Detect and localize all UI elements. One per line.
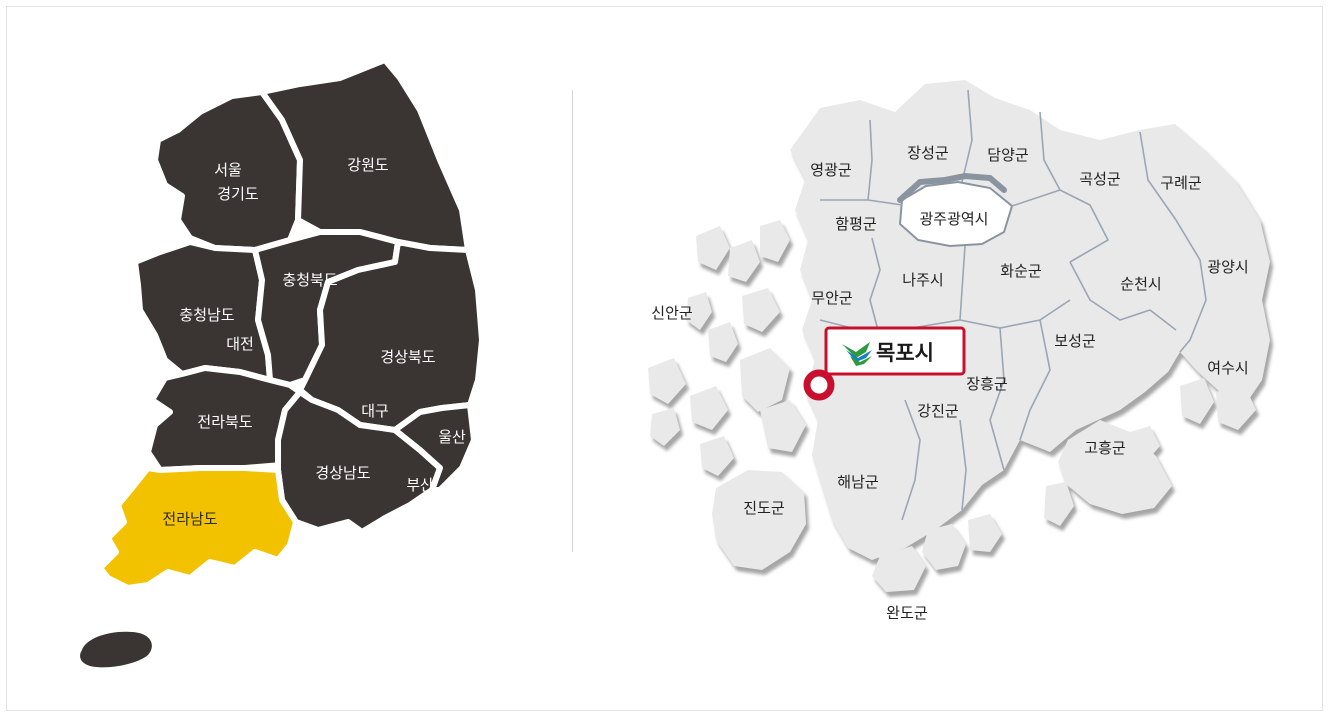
label-yeonggwang: 영광군 bbox=[810, 161, 852, 179]
label-gyeonggi: 경기도 bbox=[217, 185, 259, 203]
label-gokseong: 곡성군 bbox=[1079, 170, 1121, 188]
district-borders bbox=[819, 89, 1207, 521]
island-5 bbox=[708, 322, 738, 362]
label-damyang: 담양군 bbox=[987, 146, 1029, 164]
korea-labels: 서울 경기도 강원도 충청북도 충청남도 대전 경상북도 대구 울산 전라북도 … bbox=[162, 156, 466, 528]
label-jindo: 진도군 bbox=[743, 499, 785, 517]
river-line bbox=[897, 172, 1007, 203]
island-1 bbox=[696, 226, 730, 270]
label-gangjin: 강진군 bbox=[917, 402, 959, 420]
label-daegu: 대구 bbox=[361, 402, 389, 420]
island-yeosu-3 bbox=[1130, 426, 1160, 462]
map-divider bbox=[572, 90, 573, 552]
mokpo-location-marker[interactable] bbox=[803, 369, 835, 401]
label-busan: 부산 bbox=[406, 476, 434, 494]
label-gwangju: 광주광역시 bbox=[919, 210, 988, 228]
island-8 bbox=[690, 386, 728, 430]
island-jeju[interactable] bbox=[80, 631, 152, 668]
label-seoul: 서울 bbox=[214, 161, 242, 179]
label-gwangyang: 광양시 bbox=[1207, 258, 1248, 276]
jeonnam-labels: 영광군 장성군 담양군 곡성군 구례군 함평군 광주광역시 광양시 신안군 나주… bbox=[651, 144, 1248, 622]
gwangju-area bbox=[898, 180, 1014, 248]
label-gurye: 구례군 bbox=[1160, 174, 1202, 192]
label-chungbuk: 충청북도 bbox=[282, 271, 337, 289]
label-wando: 완도군 bbox=[886, 604, 928, 622]
label-daejeon: 대전 bbox=[226, 335, 254, 353]
mokpo-city-logo-icon bbox=[842, 342, 872, 366]
label-sinan: 신안군 bbox=[651, 304, 693, 322]
label-yeosu: 여수시 bbox=[1207, 359, 1248, 377]
mokpo-callout-label: 목포시 bbox=[876, 341, 934, 365]
island-6 bbox=[742, 288, 780, 332]
label-goheung: 고흥군 bbox=[1084, 439, 1126, 457]
label-naju: 나주시 bbox=[902, 271, 943, 289]
island-11 bbox=[740, 348, 790, 412]
label-ulsan: 울산 bbox=[438, 428, 466, 446]
island-yeosu-2 bbox=[1216, 384, 1256, 430]
label-jeonnam: 전라남도 bbox=[162, 510, 217, 528]
content-frame bbox=[6, 6, 1323, 711]
island-yeosu-1 bbox=[1180, 378, 1214, 424]
island-12 bbox=[760, 400, 806, 452]
label-suncheon: 순천시 bbox=[1120, 275, 1161, 293]
island-wando-2 bbox=[922, 524, 966, 570]
province-ulsan-busan[interactable] bbox=[392, 402, 477, 493]
island-goheung-2 bbox=[1044, 482, 1074, 526]
island-7 bbox=[648, 358, 686, 404]
label-chungnam: 충청남도 bbox=[179, 306, 234, 324]
island-10 bbox=[700, 436, 734, 476]
island-goheung bbox=[1058, 420, 1172, 514]
province-gangwon[interactable] bbox=[259, 57, 471, 253]
korea-map bbox=[80, 57, 485, 668]
label-hwasun: 화순군 bbox=[1000, 262, 1042, 280]
label-gangwon: 강원도 bbox=[347, 156, 389, 174]
label-jangseong: 장성군 bbox=[907, 144, 949, 162]
label-hampyeong: 함평군 bbox=[835, 215, 877, 233]
mokpo-callout[interactable]: 목포시 bbox=[803, 326, 966, 401]
island-4 bbox=[686, 292, 712, 330]
label-muan: 무안군 bbox=[811, 289, 853, 307]
label-jangheung: 장흥군 bbox=[966, 375, 1008, 393]
island-9 bbox=[650, 408, 680, 446]
island-2 bbox=[728, 240, 760, 282]
label-boseong: 보성군 bbox=[1054, 332, 1096, 350]
island-wando-3 bbox=[968, 514, 1002, 552]
island-3 bbox=[760, 220, 790, 262]
label-gyeongbuk: 경상북도 bbox=[380, 348, 435, 366]
label-gyeongnam: 경상남도 bbox=[315, 464, 370, 482]
province-jeonnam[interactable] bbox=[97, 465, 299, 591]
label-haenam: 해남군 bbox=[837, 473, 879, 491]
label-jeonbuk: 전라북도 bbox=[197, 413, 252, 431]
island-wando-1 bbox=[872, 546, 926, 592]
island-jindo bbox=[712, 470, 806, 570]
